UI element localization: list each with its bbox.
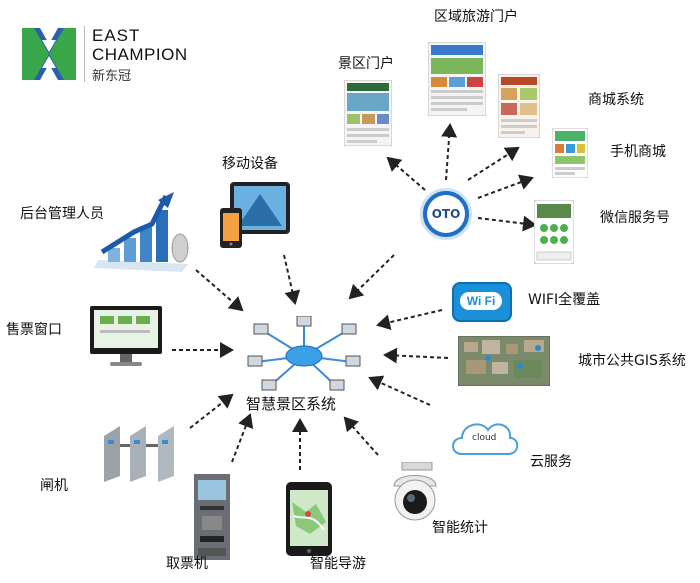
gis-map-icon <box>458 336 550 386</box>
arrow-wifi-to-center <box>376 309 443 331</box>
scenic-portal-screenshot-icon <box>344 80 392 146</box>
regional-portal-screenshot-icon <box>428 42 486 116</box>
arrow-oto-to-center <box>348 254 395 300</box>
label-gis: 城市公共GIS系统 <box>578 353 686 369</box>
arrow-oto-to-regional-portal <box>441 123 458 181</box>
growth-chart-icon <box>94 192 189 272</box>
logo-divider <box>84 26 85 82</box>
arrow-backend-to-center <box>195 269 244 312</box>
oto-hub: OTO <box>420 188 472 240</box>
label-ticket-window: 售票窗口 <box>6 322 62 338</box>
logo-mark-icon <box>22 28 76 80</box>
mobile-mall-screenshot-icon <box>552 128 588 178</box>
label-mobile-mall: 手机商城 <box>610 144 666 160</box>
wechat-service-screenshot-icon <box>534 200 574 264</box>
logo-line-3: 新东冠 <box>92 68 132 83</box>
label-scenic-portal: 景区门户 <box>338 56 394 72</box>
label-backend-staff: 后台管理人员 <box>20 206 104 222</box>
label-wifi: WIFI全覆盖 <box>528 292 601 308</box>
arrow-machine-to-center <box>231 413 254 463</box>
tablet-phone-icon <box>220 182 290 248</box>
mall-system-screenshot-icon <box>498 74 540 138</box>
oto-label: OTO <box>431 207 461 221</box>
ticket-machine-icon <box>194 474 230 560</box>
monitor-icon <box>90 306 162 366</box>
network-center-icon <box>247 316 361 391</box>
label-gate: 闸机 <box>40 478 68 494</box>
arrow-oto-to-mall <box>467 146 520 181</box>
dome-camera-icon <box>393 462 437 521</box>
logo-line-2: CHAMPION <box>92 45 188 64</box>
turnstile-gate-icon <box>104 426 174 482</box>
company-logo: EAST CHAMPION 新东冠 <box>20 26 220 86</box>
label-wechat-service: 微信服务号 <box>600 210 670 226</box>
cloud-badge-text: cloud <box>472 433 497 443</box>
label-statistics: 智能统计 <box>432 520 488 536</box>
arrow-cloud-to-center <box>368 375 431 406</box>
arrow-stats-to-center <box>343 416 379 456</box>
label-center-system: 智慧景区系统 <box>246 395 337 413</box>
cloud-icon <box>452 423 519 455</box>
label-guide: 智能导游 <box>310 556 366 572</box>
label-ticket-machine: 取票机 <box>166 556 208 572</box>
arrow-oto-to-wechat <box>477 215 537 232</box>
arrow-oto-to-mobile-mall <box>477 174 534 199</box>
label-mall-system: 商城系统 <box>588 92 644 108</box>
arrow-mobile-to-center <box>283 254 301 305</box>
label-mobile-devices: 移动设备 <box>222 156 278 172</box>
arrow-oto-to-scenic-portal <box>386 156 426 191</box>
arrow-gate-to-center <box>189 393 234 429</box>
label-regional-portal: 区域旅游门户 <box>434 9 518 25</box>
wifi-badge-icon: Wi Fi <box>452 282 512 322</box>
logo-line-1: EAST <box>92 26 141 45</box>
arrow-gis-to-center <box>383 347 449 364</box>
label-cloud: 云服务 <box>530 454 572 470</box>
oto-inner: OTO <box>427 195 465 233</box>
wifi-badge-text: Wi Fi <box>460 292 502 310</box>
guide-phone-icon <box>286 482 332 556</box>
